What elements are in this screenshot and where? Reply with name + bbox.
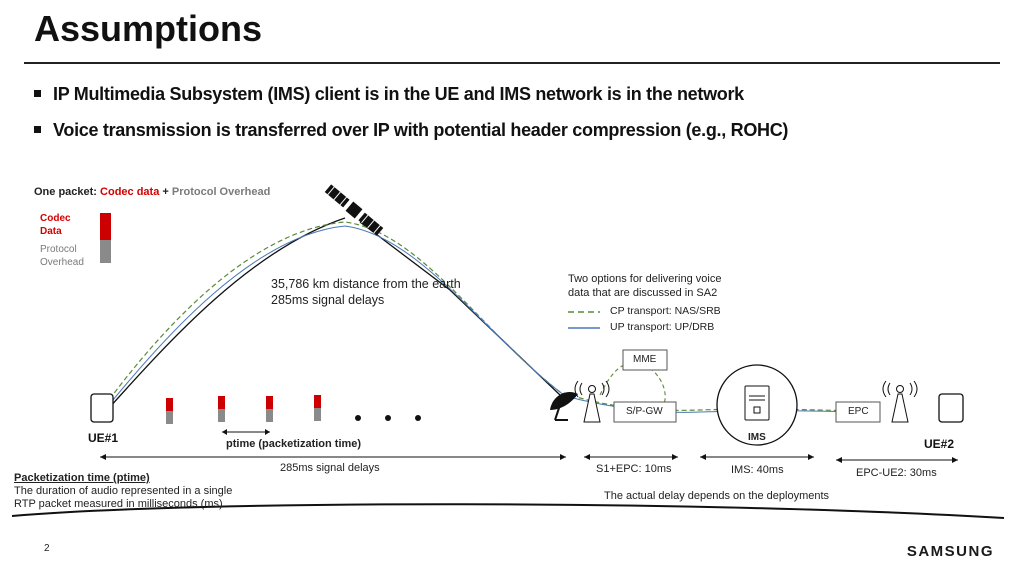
- s1-epc-delay-label: S1+EPC: 10ms: [596, 463, 672, 475]
- protocol-overhead-label: Protocol Overhead: [40, 243, 84, 269]
- mme-box: [622, 349, 668, 371]
- transport-heading-1: Two options for delivering voice: [568, 273, 722, 285]
- bullet-voice-ip: Voice transmission is transferred over I…: [34, 120, 788, 141]
- base-station-icon: [882, 380, 918, 423]
- page-title: Assumptions: [34, 8, 263, 49]
- epc-box: [835, 401, 881, 423]
- ptime-definition-line1: The duration of audio represented in a s…: [14, 485, 233, 497]
- overhead-label-line1: Protocol: [40, 244, 77, 255]
- sgw-box: [613, 401, 677, 423]
- epc-label: EPC: [848, 406, 869, 417]
- packet-legend-codec: Codec data: [100, 186, 160, 198]
- bottom-bracket: [11, 503, 1005, 519]
- deployment-note: The actual delay depends on the deployme…: [604, 490, 830, 502]
- page-number: 2: [44, 543, 50, 554]
- epc-ue2-delay-label: EPC-UE2: 30ms: [856, 467, 937, 479]
- mme-label: MME: [633, 354, 657, 365]
- satellite-icon: [324, 184, 384, 236]
- downlink-line: [359, 221, 561, 396]
- legend-overhead-bar: [100, 240, 111, 263]
- delay-arrow-ims: [700, 454, 814, 460]
- ptime-label: ptime (packetization time): [226, 438, 362, 450]
- bullet-ims-client: IP Multimedia Subsystem (IMS) client is …: [34, 84, 744, 105]
- bullet-text-1: IP Multimedia Subsystem (IMS) client is …: [53, 84, 744, 104]
- sgw-label: S/P-GW: [626, 406, 663, 417]
- satellite-distance: 35,786 km distance from the earth: [271, 277, 461, 291]
- cp-transport-label: CP transport: NAS/SRB: [610, 305, 721, 317]
- packet-legend: One packet: Codec data + Protocol Overhe…: [34, 186, 270, 198]
- samsung-logo: SAMSUNG: [906, 543, 994, 560]
- uplink-line: [99, 217, 346, 419]
- transport-heading-2: data that are discussed in SA2: [568, 287, 718, 299]
- bullet-text-2: Voice transmission is transferred over I…: [53, 120, 789, 140]
- overhead-label-line2: Overhead: [40, 257, 84, 268]
- up-transport-label: UP transport: UP/DRB: [610, 321, 715, 333]
- packet-sequence: [166, 395, 421, 424]
- ue2-device-icon: [938, 393, 964, 423]
- ue1-device-icon: [90, 393, 114, 423]
- packet-legend-prefix: One packet:: [34, 186, 97, 198]
- ptime-definition-line2: RTP packet measured in milliseconds (ms): [14, 498, 223, 510]
- codec-label-line2: Data: [40, 226, 62, 237]
- bullet-marker-icon: [34, 125, 41, 133]
- satellite-delay-label: 285ms signal delays: [280, 462, 380, 474]
- ims-delay-label: IMS: 40ms: [731, 464, 784, 476]
- codec-label-line1: Codec: [40, 213, 71, 224]
- ue2-label: UE#2: [924, 437, 955, 451]
- legend-codec-bar: [100, 213, 111, 240]
- delay-arrow-satellite: [100, 454, 566, 460]
- ptime-definition-heading: Packetization time (ptime): [14, 472, 150, 484]
- title-divider: [24, 62, 1000, 64]
- codec-data-label: Codec Data: [40, 212, 71, 238]
- delay-arrow-s1-epc: [584, 454, 678, 460]
- satellite-delay: 285ms signal delays: [271, 293, 385, 307]
- packet-legend-plus: +: [162, 186, 169, 198]
- base-station-icon: [574, 380, 610, 423]
- packet-legend-overhead: Protocol Overhead: [171, 186, 271, 198]
- satellite-dish-icon: [550, 391, 578, 421]
- ptime-arrow: [222, 429, 270, 435]
- server-icon: [744, 385, 770, 421]
- delay-arrow-epc-ue2: [836, 457, 958, 463]
- ue1-label: UE#1: [88, 431, 119, 445]
- ims-label: IMS: [748, 432, 766, 443]
- bullet-marker-icon: [34, 89, 41, 97]
